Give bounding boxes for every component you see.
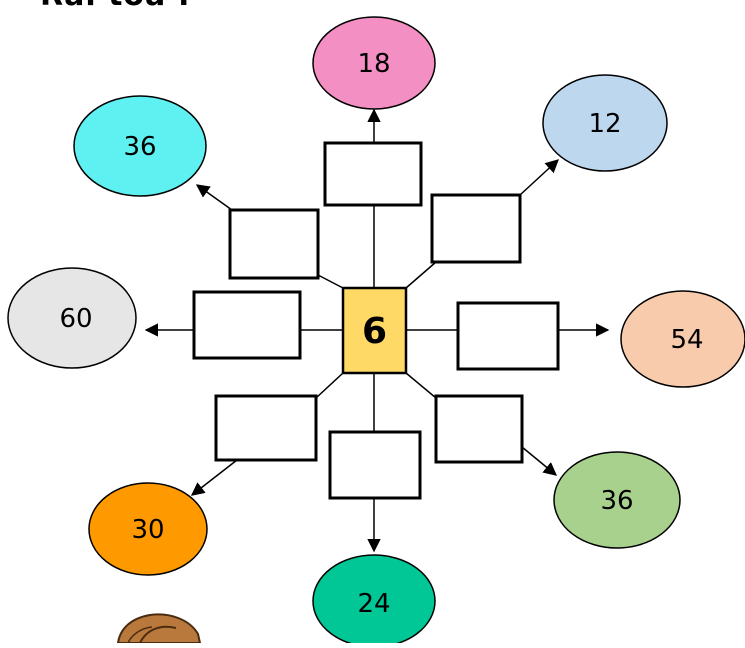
ellipse-value-bottom-right: 36 <box>600 486 633 516</box>
answer-box-top[interactable] <box>323 141 423 207</box>
answer-box-top-right[interactable] <box>430 193 522 264</box>
arrows <box>144 108 610 553</box>
top-text-fragment: Rai toa : <box>40 0 191 13</box>
arrow-top-left <box>195 184 233 211</box>
arrow-bottom-left <box>190 459 238 496</box>
ellipse-value-left: 60 <box>59 304 92 334</box>
ellipse-right <box>620 290 745 388</box>
ellipse-top-right <box>542 74 668 172</box>
answer-box-right[interactable] <box>456 301 560 371</box>
answer-box-left[interactable] <box>192 290 302 360</box>
ellipse-value-top-left: 36 <box>123 132 156 162</box>
answer-box-top-left[interactable] <box>228 208 320 280</box>
ellipse-value-bottom-left: 30 <box>131 515 164 545</box>
ellipse-top <box>312 16 436 110</box>
answer-box-bottom[interactable] <box>328 430 422 500</box>
connector-line-top-right <box>405 261 437 289</box>
center-number-box <box>341 286 408 375</box>
ellipse-bottom-right <box>553 451 681 549</box>
arrow-bottom-right <box>521 446 558 476</box>
cartoon-hair-decoration <box>116 613 202 644</box>
answer-box-bottom-right[interactable] <box>434 394 524 464</box>
ellipse-left <box>7 267 137 369</box>
answer-boxes <box>192 141 560 500</box>
ellipse-top-left <box>73 95 207 197</box>
ellipse-bottom-left <box>88 482 208 576</box>
ellipse-value-bottom: 24 <box>357 589 390 619</box>
arrow-top-right <box>519 159 559 196</box>
connector-lines <box>300 205 458 432</box>
result-ellipses <box>7 16 745 648</box>
ellipse-value-right: 54 <box>670 325 703 355</box>
connector-line-top-left <box>317 274 344 289</box>
ellipse-value-top: 18 <box>357 49 390 79</box>
answer-box-bottom-left[interactable] <box>214 394 318 462</box>
connector-line-bottom-right <box>405 372 437 399</box>
connector-line-bottom-left <box>315 372 344 399</box>
ellipse-value-top-right: 12 <box>588 109 621 139</box>
center-number: 6 <box>362 311 387 352</box>
